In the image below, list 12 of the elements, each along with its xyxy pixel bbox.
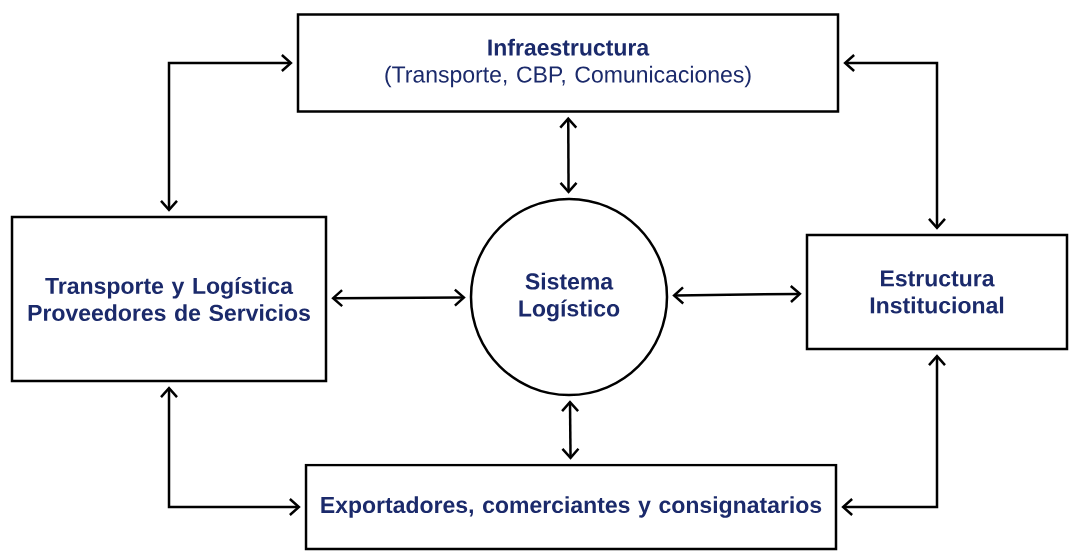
arrow [561,400,580,460]
process-box: Estructura Institucional [805,233,1069,351]
process-box: Infraestructura (Transporte, CBP, Comunicaciones) [296,13,840,113]
process-box: Transporte y Logística Proveedores de Servicios [10,215,328,383]
process-box: Exportadores, comerciantes y consignatarios [304,463,838,551]
arrow [843,54,946,230]
arrow [160,54,293,212]
arrow [841,354,946,516]
arrow [331,288,466,308]
arrow [559,116,578,194]
arrow [160,386,301,516]
arrow [672,285,802,305]
